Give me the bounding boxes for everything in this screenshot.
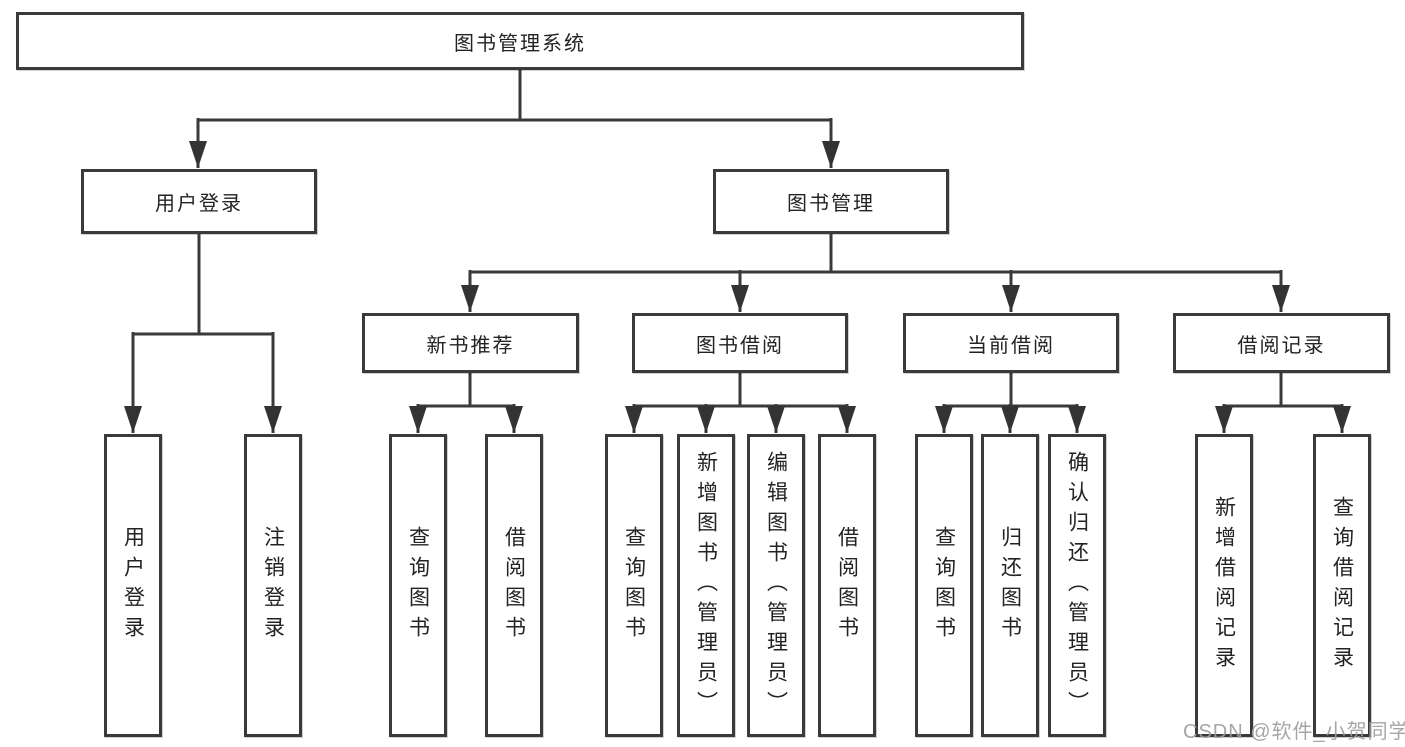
connector-user-login-bus (133, 234, 273, 336)
leaf-query-borrow-record: 查询借阅记录 (1313, 434, 1371, 737)
leaf-query-books-current: 查询图书 (915, 434, 973, 737)
leaf-logout: 注销登录 (244, 434, 302, 737)
leaf-confirm-return-admin: 确认归还（管理员） (1048, 434, 1106, 737)
leaf-borrow-books-recommend: 借阅图书 (485, 434, 543, 737)
connector-current-borrow-bus (944, 373, 1077, 408)
connector-book-management-bus (470, 234, 1281, 274)
leaf-add-books-admin: 新增图书（管理员） (677, 434, 735, 737)
connector-root-bus (198, 69, 831, 122)
connector-book-borrow-bus (634, 373, 847, 408)
node-root-system: 图书管理系统 (16, 12, 1024, 70)
node-new-book-recommend: 新书推荐 (362, 313, 579, 373)
csdn-watermark: CSDN @软件_小贺同学 (1183, 721, 1405, 743)
leaf-add-borrow-record: 新增借阅记录 (1195, 434, 1253, 737)
leaf-edit-books-admin: 编辑图书（管理员） (747, 434, 805, 737)
node-user-login: 用户登录 (81, 169, 317, 234)
node-current-borrow: 当前借阅 (903, 313, 1119, 373)
leaf-return-books: 归还图书 (981, 434, 1039, 737)
node-borrow-record: 借阅记录 (1173, 313, 1390, 373)
leaf-query-books-recommend: 查询图书 (389, 434, 447, 737)
connector-borrow-record-bus (1224, 373, 1342, 408)
node-book-borrow: 图书借阅 (632, 313, 848, 373)
leaf-query-books-borrow: 查询图书 (605, 434, 663, 737)
node-book-management: 图书管理 (713, 169, 949, 234)
leaf-borrow-books: 借阅图书 (818, 434, 876, 737)
leaf-user-login: 用户登录 (104, 434, 162, 737)
connector-new-book-bus (418, 373, 514, 408)
